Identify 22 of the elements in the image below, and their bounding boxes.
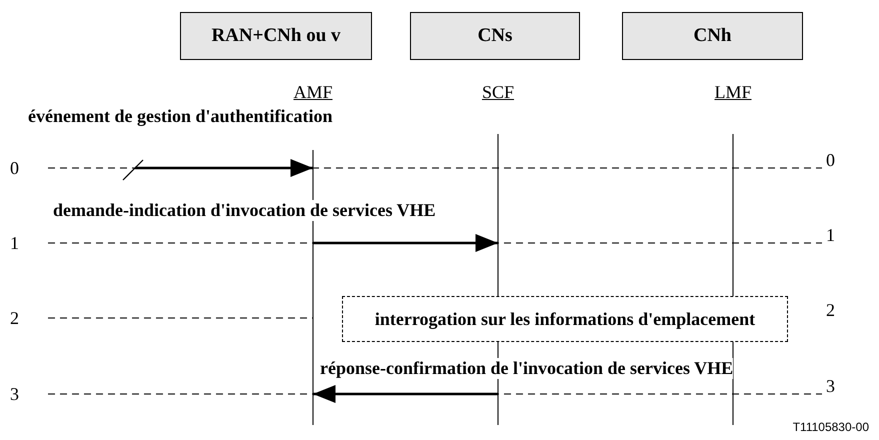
edge-label: demande-indication d'invocation de services VHE [53, 200, 436, 221]
row-number: 1 [826, 225, 835, 246]
row-number: 0 [826, 150, 835, 171]
row-number: 3 [826, 376, 835, 397]
row-number: 1 [10, 233, 19, 254]
entity-name: AMF [294, 82, 332, 103]
dashed-box: interrogation sur les informations d'emplacement [342, 296, 788, 342]
row-number: 3 [10, 384, 19, 405]
arrow [313, 385, 498, 403]
entity-name: LMF [714, 82, 752, 103]
entity-box: CNs [410, 12, 580, 60]
row-number: 2 [826, 300, 835, 321]
edge-label: réponse-confirmation de l'invocation de services VHE [320, 358, 734, 379]
entity-box: RAN+CNh ou v [180, 12, 372, 60]
entity-name: SCF [482, 82, 514, 103]
arrow [135, 159, 313, 177]
row-number: 0 [10, 158, 19, 179]
edge-label: événement de gestion d'authentification [28, 106, 332, 127]
row-number: 2 [10, 308, 19, 329]
arrow [313, 234, 498, 252]
entity-box: CNh [622, 12, 803, 60]
figure-code: T11105830-00 [792, 420, 869, 434]
